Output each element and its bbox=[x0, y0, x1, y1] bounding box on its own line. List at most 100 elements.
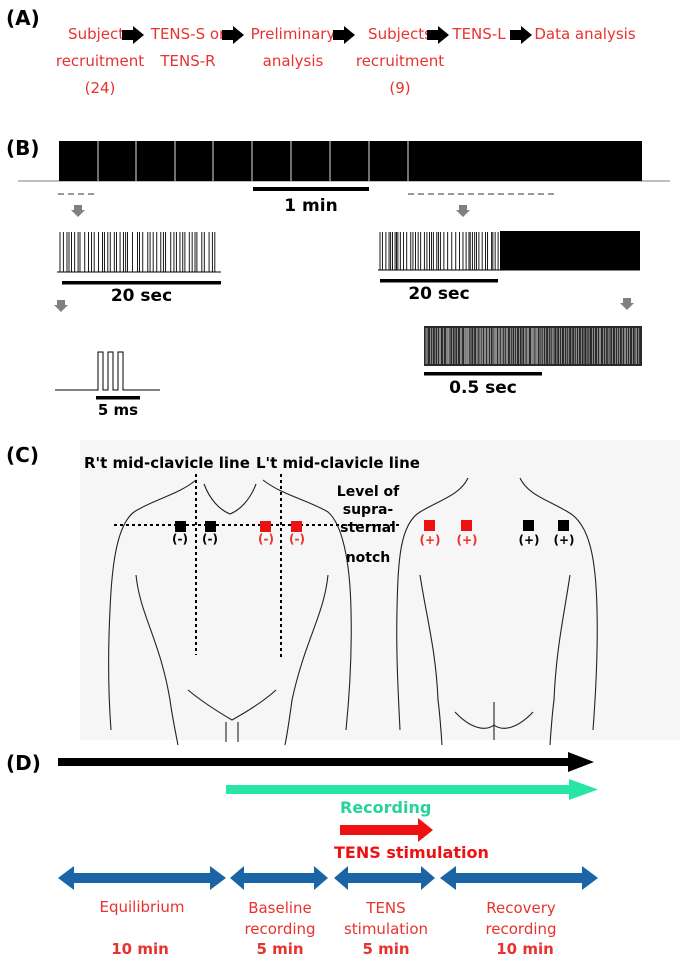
phase-name-line: Baseline bbox=[248, 899, 312, 917]
stimulation-block bbox=[59, 141, 642, 181]
baseline-double-arrow-icon bbox=[230, 866, 328, 890]
phase-name-line: Recovery bbox=[486, 899, 556, 917]
flow-step-subjects-recruitment-2: Subjects recruitment (9) bbox=[350, 21, 450, 102]
zoom-arrow-icon bbox=[620, 298, 634, 310]
flow-step-line: (24) bbox=[84, 79, 116, 97]
timeline-arrow-head-icon bbox=[568, 752, 594, 772]
single-pulse-waveform bbox=[55, 351, 160, 391]
scale-label-five-ms: 5 ms bbox=[97, 401, 139, 419]
tens-double-arrow-icon bbox=[334, 866, 435, 890]
flow-step-line: Subjects bbox=[68, 25, 132, 43]
electrode-polarity-label: (+) bbox=[518, 533, 540, 547]
electrode-polarity-label: (+) bbox=[553, 533, 575, 547]
electrode-positive bbox=[558, 520, 569, 531]
one-min-scale-bar bbox=[253, 187, 369, 191]
pulse-train-right bbox=[379, 232, 499, 270]
front-torso-outline bbox=[108, 479, 352, 746]
fine-pulse-lines bbox=[425, 328, 640, 364]
phase-baseline-duration: 5 min bbox=[256, 940, 304, 958]
flow-step-subjects-recruitment: Subjects recruitment (24) bbox=[50, 21, 150, 102]
flow-arrow-icon bbox=[333, 26, 355, 44]
electrode-polarity-label: (-) bbox=[258, 532, 274, 546]
flow-step-line: recruitment bbox=[355, 52, 445, 70]
left-mid-clavicle-label: L't mid-clavicle line bbox=[256, 454, 420, 472]
electrode-polarity-label: (-) bbox=[202, 532, 218, 546]
recording-label: Recording bbox=[340, 798, 432, 817]
phase-name-line: recording bbox=[244, 920, 316, 938]
phase-name-line: TENS bbox=[366, 899, 406, 917]
flow-step-line: Subjects bbox=[368, 25, 432, 43]
phase-tens-duration: 5 min bbox=[362, 940, 410, 958]
recording-arrow-shaft bbox=[226, 785, 571, 794]
dense-pulse-block bbox=[500, 231, 640, 270]
flow-step-line: TENS-R bbox=[160, 52, 216, 70]
electrode-negative bbox=[260, 521, 271, 532]
panel-label-a: (A) bbox=[6, 6, 40, 30]
phase-name-line: recording bbox=[485, 920, 557, 938]
scale-label-half-sec: 0.5 sec bbox=[449, 378, 517, 398]
twenty-sec-scale-bar-right bbox=[380, 279, 498, 283]
electrode-polarity-label: (+) bbox=[419, 533, 441, 547]
right-mid-clavicle-label: R't mid-clavicle line bbox=[84, 454, 250, 472]
timeline-arrow-shaft bbox=[58, 758, 570, 766]
flow-step-line: Preliminary bbox=[250, 25, 336, 43]
electrode-positive bbox=[461, 520, 472, 531]
minute-dividers bbox=[97, 141, 409, 181]
electrode-polarity-label: (-) bbox=[289, 532, 305, 546]
level-label-line: notch bbox=[345, 550, 391, 566]
flow-step-preliminary-analysis: Preliminary analysis bbox=[244, 21, 342, 75]
pulse-train-left bbox=[59, 232, 216, 272]
recovery-double-arrow-icon bbox=[440, 866, 598, 890]
level-label-line: Level of bbox=[336, 484, 400, 500]
electrode-positive bbox=[424, 520, 435, 531]
phase-equilibrium-duration: 10 min bbox=[111, 940, 169, 958]
electrode-polarity-label: (+) bbox=[456, 533, 478, 547]
phase-arrows bbox=[58, 866, 598, 890]
flow-step-line: analysis bbox=[262, 52, 324, 70]
flow-step-data-analysis: Data analysis bbox=[530, 21, 640, 48]
tens-arrow-shaft bbox=[340, 825, 420, 835]
flow-step-tens-s-or-r: TENS-S or TENS-R bbox=[148, 21, 228, 75]
flow-step-line: (9) bbox=[389, 79, 411, 97]
phase-recovery-duration: 10 min bbox=[496, 940, 554, 958]
level-label-line: supra-sternal bbox=[340, 502, 396, 536]
electrode-negative bbox=[291, 521, 302, 532]
electrode-negative bbox=[205, 521, 216, 532]
panel-label-b: (B) bbox=[6, 136, 40, 160]
panel-label-d: (D) bbox=[6, 751, 41, 775]
scale-label-one-min: 1 min bbox=[284, 196, 338, 216]
flow-arrow-icon bbox=[427, 26, 449, 44]
phase-recovery-name: Recovery recording bbox=[466, 898, 576, 940]
supra-sternal-notch-label: Level of supra-sternal notch bbox=[318, 483, 418, 567]
zoom-arrow-icon bbox=[456, 205, 470, 217]
panel-label-c: (C) bbox=[6, 443, 39, 467]
electrode-positive bbox=[523, 520, 534, 531]
back-torso-outline bbox=[396, 477, 598, 746]
flow-arrow-icon bbox=[510, 26, 532, 44]
scale-label-twenty-sec-right: 20 sec bbox=[408, 284, 470, 304]
flow-step-line: TENS-S or bbox=[150, 25, 226, 43]
phase-name-line: Equilibrium bbox=[99, 898, 185, 916]
flow-step-tens-l: TENS-L bbox=[449, 21, 509, 48]
flow-step-line: Data analysis bbox=[534, 25, 636, 43]
flow-arrow-icon bbox=[122, 26, 144, 44]
scale-label-twenty-sec-left: 20 sec bbox=[110, 286, 173, 306]
equilibrium-double-arrow-icon bbox=[58, 866, 226, 890]
flow-step-line: TENS-L bbox=[452, 25, 506, 43]
phase-baseline-name: Baseline recording bbox=[232, 898, 328, 940]
phase-tens-name: TENS stimulation bbox=[336, 898, 436, 940]
twenty-sec-scale-bar-left bbox=[62, 281, 221, 285]
tens-arrow-head-icon bbox=[418, 818, 433, 842]
flow-step-line: recruitment bbox=[55, 52, 145, 70]
phase-equilibrium-name: Equilibrium bbox=[72, 898, 212, 916]
tens-stimulation-label: TENS stimulation bbox=[334, 843, 489, 862]
phase-name-line: stimulation bbox=[343, 920, 429, 938]
half-sec-scale-bar bbox=[424, 372, 542, 376]
electrode-polarity-label: (-) bbox=[172, 532, 188, 546]
zoom-arrow-icon bbox=[71, 205, 85, 217]
electrode-negative bbox=[175, 521, 186, 532]
flow-arrow-icon bbox=[222, 26, 244, 44]
five-ms-scale-bar bbox=[96, 396, 140, 400]
recording-arrow-head-icon bbox=[569, 779, 598, 800]
